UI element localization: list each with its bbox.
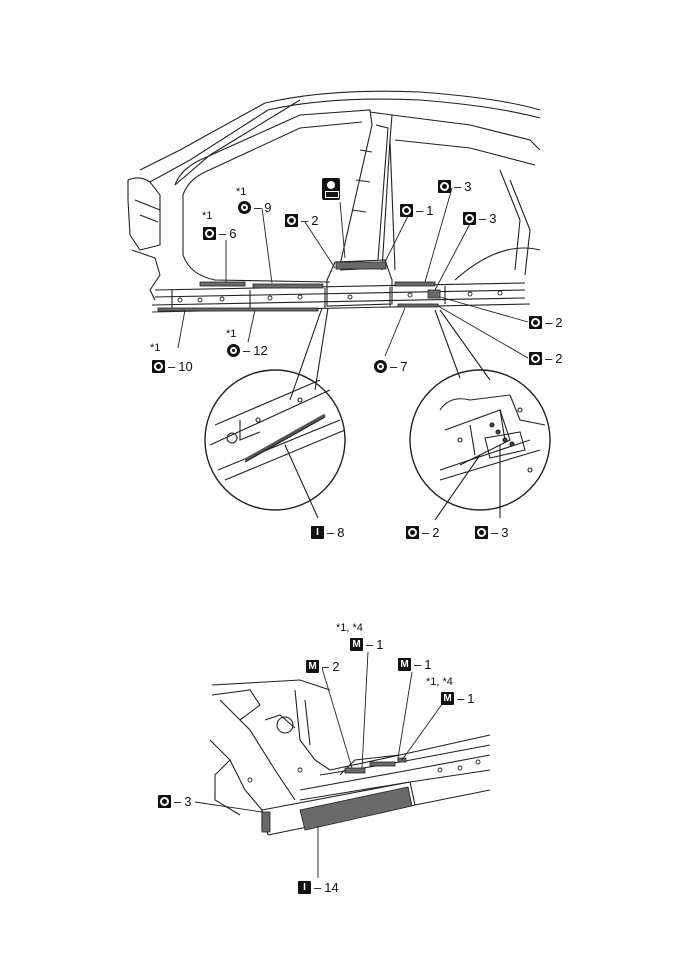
- square-o-icon: [475, 526, 488, 539]
- callout-2a: –2: [285, 213, 318, 228]
- zoom-circle-right: [409, 369, 551, 521]
- note-star1-6: *1: [202, 210, 213, 222]
- bottom-body-outline: [209, 679, 491, 836]
- square-o-icon: [406, 526, 419, 539]
- callout-m1b: M–1: [398, 657, 431, 672]
- bottom-leaders: [194, 651, 446, 878]
- letter-i-icon: I: [298, 881, 311, 894]
- top-weld-marks: [157, 261, 441, 312]
- top-body-outline: [127, 90, 541, 313]
- callout-1: –1: [400, 203, 433, 218]
- letter-m-icon: M: [306, 660, 319, 673]
- callout-i14: I–14: [298, 880, 339, 895]
- callout-2d: –2: [406, 525, 439, 540]
- callout-6: –6: [203, 226, 236, 241]
- callout-12: –12: [227, 343, 268, 358]
- callout-3c: –3: [475, 525, 508, 540]
- callout-m1c: M–1: [441, 691, 474, 706]
- square-o-icon: [529, 316, 542, 329]
- note-star1-9: *1: [236, 186, 247, 198]
- note-star1-4-m1a: *1, *4: [336, 622, 363, 634]
- square-o-icon: [463, 212, 476, 225]
- top-leaders: [177, 187, 529, 359]
- square-o-icon: [285, 214, 298, 227]
- circle-o-icon: [238, 201, 251, 214]
- callout-10: –10: [152, 359, 193, 374]
- square-o-icon: [400, 204, 413, 217]
- callout-o3: –3: [158, 794, 191, 809]
- callout-m2: M–2: [306, 659, 339, 674]
- letter-m-icon: M: [350, 638, 363, 651]
- callout-8: I–8: [311, 525, 344, 540]
- bottom-weld-marks: [261, 757, 413, 833]
- weld-spot-symbol-icon: [322, 178, 340, 200]
- callout-7: –7: [374, 359, 407, 374]
- callout-2b: –2: [529, 315, 562, 330]
- square-o-icon: [529, 352, 542, 365]
- square-o-icon: [203, 227, 216, 240]
- callout-2c: –2: [529, 351, 562, 366]
- square-o-icon: [152, 360, 165, 373]
- note-star1-4-m1c: *1, *4: [426, 676, 453, 688]
- callout-3b: –3: [463, 211, 496, 226]
- note-star1-10: *1: [150, 342, 161, 354]
- callout-9: –9: [238, 200, 271, 215]
- circle-o-icon: [374, 360, 387, 373]
- callout-3a: –3: [438, 179, 471, 194]
- callout-m1a: M–1: [350, 637, 383, 652]
- letter-m-icon: M: [441, 692, 454, 705]
- letter-i-icon: I: [311, 526, 324, 539]
- square-o-icon: [158, 795, 171, 808]
- circle-o-icon: [227, 344, 240, 357]
- letter-m-icon: M: [398, 658, 411, 671]
- square-o-icon: [438, 180, 451, 193]
- zoom-circle-left: [204, 369, 346, 519]
- note-star1-12: *1: [226, 328, 237, 340]
